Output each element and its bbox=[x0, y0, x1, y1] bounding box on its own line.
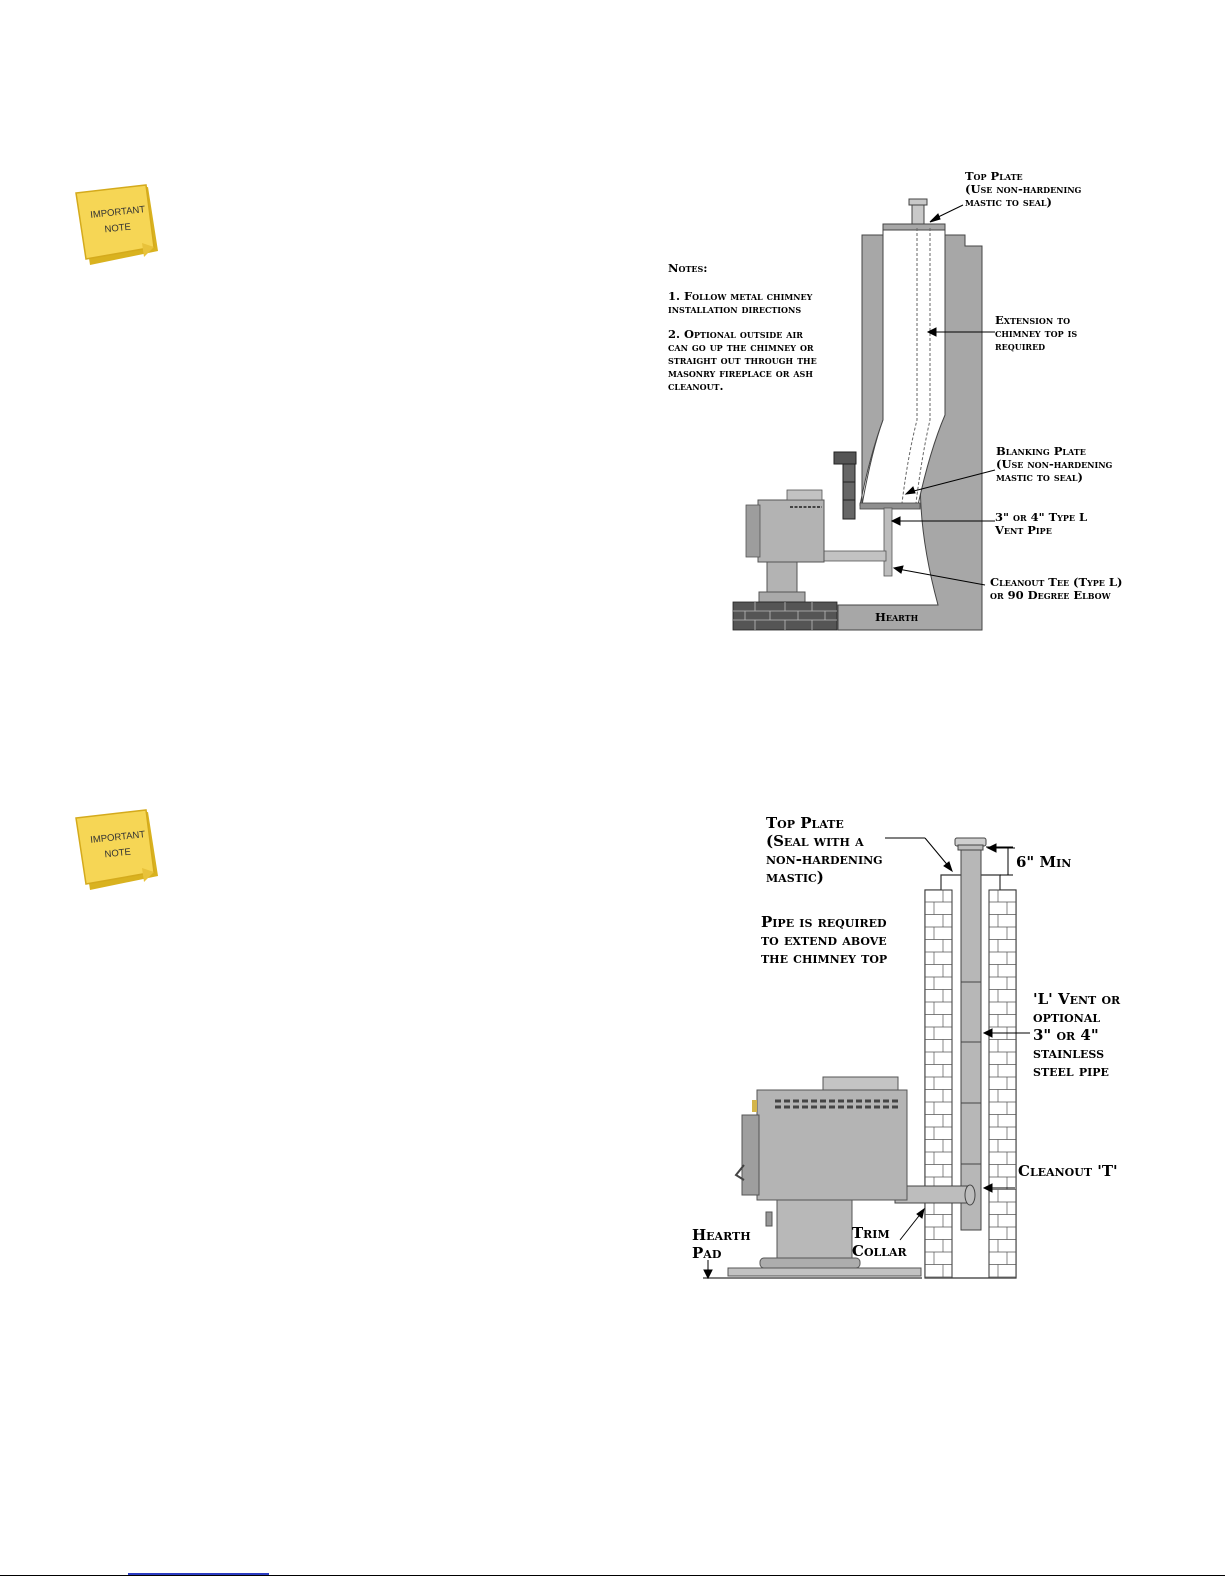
fireplace-chimney-diagram bbox=[732, 198, 996, 631]
note-line2: NOTE bbox=[104, 222, 131, 236]
six-min-label: 6" Min bbox=[1016, 853, 1072, 871]
footer-link-underline[interactable] bbox=[128, 1573, 269, 1575]
cleanout-tee-label: Cleanout Tee (Type L)or 90 Degree Elbow bbox=[990, 575, 1123, 602]
important-note-icon: IMPORTANT NOTE bbox=[75, 809, 158, 890]
footer-rule bbox=[0, 1575, 1225, 1576]
cleanout-t-label: Cleanout 'T' bbox=[1018, 1162, 1118, 1180]
important-note-icon: IMPORTANT NOTE bbox=[75, 184, 158, 265]
notes-heading: Notes: bbox=[668, 261, 708, 275]
note-line2: NOTE bbox=[104, 847, 131, 861]
hearth-label: Hearth bbox=[875, 610, 919, 624]
brick-chimney-diagram bbox=[703, 837, 1030, 1280]
